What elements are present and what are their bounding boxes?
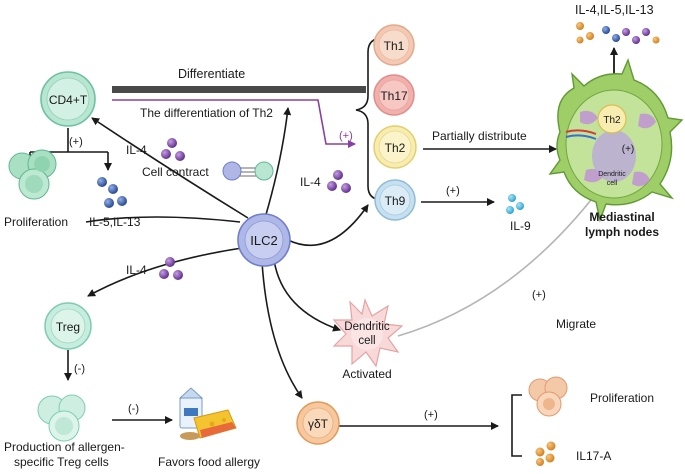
ilc2-to-gdt-arrow: [261, 261, 303, 399]
treg-cell: Treg: [44, 302, 92, 350]
il9-label: IL-9: [510, 219, 531, 233]
proliferation-right-label: Proliferation: [590, 391, 654, 405]
lymph-dendritic-line1: Dendritic: [598, 171, 626, 178]
favors-food-allergy-label: Favors food allergy: [158, 455, 260, 469]
migrate-plus-label: (+): [532, 289, 546, 301]
th2-differentiation-arrow: [112, 99, 356, 148]
th9-label: Th9: [385, 194, 406, 208]
food-icon: [178, 387, 237, 440]
gdt-label: γδT: [308, 417, 329, 431]
differentiate-bar: [112, 86, 366, 93]
cd4t-cell: CD4+T: [40, 71, 96, 127]
il5-il13-dots: [97, 177, 127, 208]
treg-cluster: [37, 394, 86, 442]
treg-label: Treg: [56, 320, 80, 334]
th1-label: Th1: [384, 39, 405, 53]
dendritic-label-line2: cell: [358, 335, 375, 347]
mediastinal-label-line2: lymph nodes: [585, 225, 659, 239]
proliferation-cluster-right: [528, 376, 568, 417]
ilc2-to-dendritic-arrow: [273, 259, 341, 332]
proliferation-left-label: Proliferation: [4, 215, 68, 229]
dendritic-cell: Dendritic cell: [332, 298, 404, 368]
il4-dots-upper: [161, 138, 185, 161]
lymph-dendritic-line2: cell: [607, 180, 618, 187]
top-cytokines-label: IL-4,IL-5,IL-13: [575, 3, 654, 17]
migrate-label: Migrate: [556, 317, 596, 331]
il9-dots: [506, 194, 524, 214]
dendritic-migrate-arrow: [397, 174, 611, 337]
lymph-th2-label: Th2: [603, 115, 621, 126]
proliferation-cluster-left: [8, 149, 57, 200]
th-subset-brace: [355, 37, 384, 201]
lymph-plus-label: (+): [622, 144, 635, 155]
ilc2-to-cd4t-arrow: [91, 117, 249, 219]
ilc2-to-th2-diff-arrow: [264, 107, 292, 219]
cell-contact-icon: [222, 161, 274, 181]
production-label-line2: specific Treg cells: [14, 455, 109, 469]
th2-cell: Th2: [373, 125, 417, 169]
lymph-node: Th2 (+) Dendritic cell: [548, 57, 684, 223]
differentiate-label: Differentiate: [178, 67, 245, 81]
partially-distribute-label: Partially distribute: [432, 129, 527, 143]
ilc2-cell: ILC2: [237, 213, 291, 267]
il9-plus-label: (+): [446, 185, 460, 197]
th9-cell: Th9: [374, 179, 416, 221]
cd4t-plus-label: (+): [69, 136, 83, 148]
activated-label: Activated: [342, 367, 391, 381]
cd4t-label: CD4+T: [49, 93, 88, 107]
th1-cell: Th1: [373, 24, 415, 66]
ilc2-to-treg-arrow: [87, 247, 243, 297]
th2-differentiation-label: The differentiation of Th2: [140, 106, 273, 120]
gdt-cell: γδT: [296, 401, 340, 445]
il4-dots-mid: [327, 170, 351, 193]
il4-dots-lower: [159, 257, 183, 280]
th2-label: Th2: [385, 141, 406, 155]
dendritic-label-line1: Dendritic: [344, 321, 390, 333]
production-label-line1: Production of allergen-: [4, 440, 125, 454]
th17-cell: Th17: [373, 74, 415, 116]
food-minus-label: (-): [128, 403, 139, 415]
il5-il13-label: IL-5,IL-13: [89, 215, 141, 229]
ilc2-label: ILC2: [250, 233, 277, 248]
th17-label: Th17: [380, 89, 408, 103]
gdt-bracket: [511, 394, 522, 457]
cell-contract-label: Cell contract: [142, 165, 209, 179]
ilc2-to-th9-arrow: [287, 204, 369, 247]
th2-plus-label: (+): [339, 130, 353, 142]
il4-mid-label: IL-4: [300, 175, 321, 189]
cytokine-dots-top: [576, 22, 660, 44]
il17a-label: IL17-A: [576, 449, 611, 463]
mediastinal-label-line1: Mediastinal: [589, 210, 654, 224]
gdt-plus-label: (+): [424, 409, 438, 421]
il4-upper-label: IL-4: [126, 143, 147, 157]
ilc2-to-left-line: [85, 216, 241, 223]
il17a-dots: [535, 441, 556, 466]
il4-lower-label: IL-4: [126, 263, 147, 277]
treg-minus-label: (-): [74, 363, 85, 375]
